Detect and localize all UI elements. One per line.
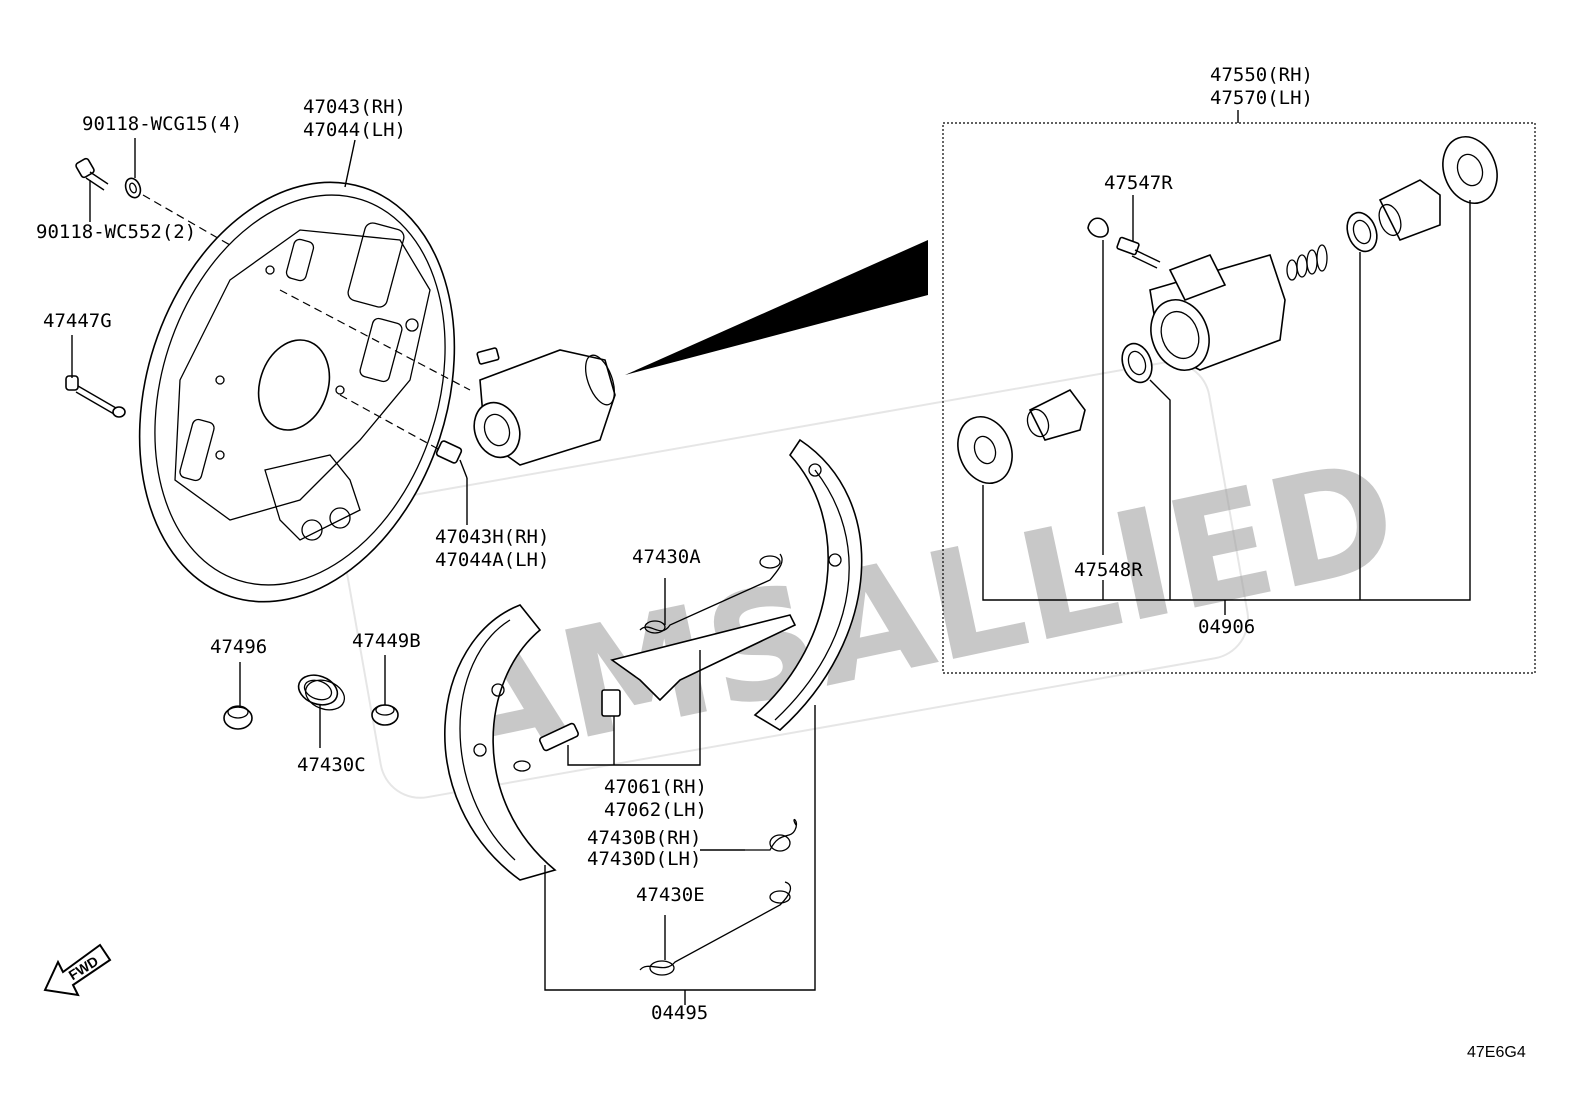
spring-c-icon bbox=[297, 674, 346, 711]
watermark-text: AMSALLIED bbox=[432, 428, 1411, 799]
brake-shoe-left bbox=[444, 604, 557, 881]
bleeder-cap-icon bbox=[1087, 217, 1109, 238]
label-adjuster-rh: 47061(RH) bbox=[604, 776, 707, 798]
label-adjuster-lh: 47062(LH) bbox=[604, 799, 707, 821]
label-spring-d-lh: 47430D(LH) bbox=[587, 848, 701, 870]
piston2-icon bbox=[1378, 179, 1441, 242]
pin-icon bbox=[65, 375, 126, 418]
label-plug-lh: 47044A(LH) bbox=[435, 549, 549, 571]
detail-box bbox=[942, 122, 1536, 674]
label-bleeder: 47547R bbox=[1104, 172, 1173, 194]
washer-icon bbox=[124, 177, 142, 199]
bolt-icon bbox=[75, 157, 109, 191]
backing-plate bbox=[138, 181, 456, 603]
label-spring-b-rh: 47430B(RH) bbox=[587, 827, 701, 849]
piston-icon bbox=[1026, 388, 1086, 441]
label-plug-rh: 47043H(RH) bbox=[435, 526, 549, 548]
diagram-reference: 47E6G4 bbox=[1467, 1044, 1526, 1061]
label-cylinder-lh: 47570(LH) bbox=[1210, 87, 1313, 109]
spring-b-icon bbox=[745, 818, 798, 852]
label-cylinder-rh: 47550(RH) bbox=[1210, 64, 1313, 86]
plug-icon bbox=[435, 440, 468, 479]
label-backing-plate-lh: 47044(LH) bbox=[303, 119, 406, 141]
cup-icon bbox=[223, 705, 253, 730]
label-bleeder-cap: 47548R bbox=[1074, 559, 1143, 581]
label-cup-b: 47449B bbox=[352, 630, 421, 652]
label-bolt-b: 90118-WC552(2) bbox=[36, 221, 196, 243]
label-spring-c: 47430C bbox=[297, 754, 366, 776]
cup-b-icon bbox=[371, 704, 399, 726]
label-backing-plate-rh: 47043(RH) bbox=[303, 96, 406, 118]
callout-wedge bbox=[625, 240, 928, 375]
label-spring-a: 47430A bbox=[632, 546, 701, 568]
wheel-cylinder-large bbox=[1149, 253, 1286, 371]
label-spring-e: 47430E bbox=[636, 884, 705, 906]
label-bolt-a: 90118-WCG15(4) bbox=[82, 113, 242, 135]
label-pin: 47447G bbox=[43, 310, 112, 332]
label-cup: 47496 bbox=[210, 636, 267, 658]
label-cyl-kit: 04906 bbox=[1198, 616, 1255, 638]
wheel-cylinder-small bbox=[473, 347, 616, 466]
boot2-icon bbox=[1442, 136, 1498, 204]
cup-seal-icon bbox=[1346, 211, 1378, 253]
label-shoe-kit: 04495 bbox=[651, 1002, 708, 1024]
spring-cyl-icon bbox=[1286, 244, 1328, 281]
brake-shoe-right bbox=[753, 438, 863, 731]
spring-a-icon bbox=[639, 553, 783, 634]
boot-icon bbox=[957, 416, 1013, 484]
spring-e-icon bbox=[639, 881, 792, 976]
fwd-arrow-icon: FWD bbox=[43, 943, 112, 997]
bleeder-icon bbox=[1116, 236, 1161, 269]
adjuster-icon bbox=[513, 614, 797, 772]
piston-cup-icon bbox=[1121, 342, 1153, 384]
